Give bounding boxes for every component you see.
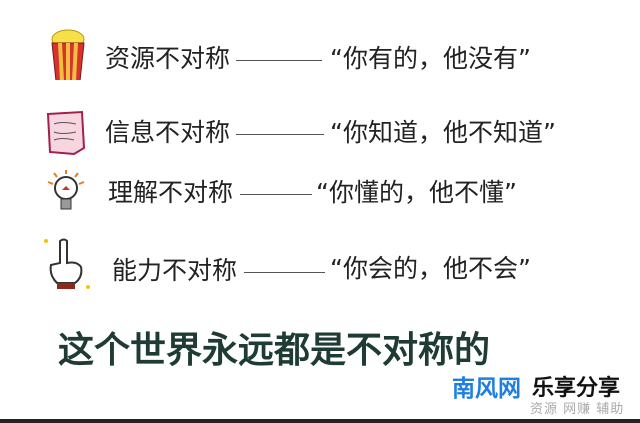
divider [236,134,324,135]
bottom-border [0,419,640,423]
watermark-slogan: 乐享分享 [532,376,621,401]
row-label: 理解不对称 [108,178,234,207]
row-quote: “你会的，他不会” [330,254,531,283]
row-understanding: 理解不对称 “你懂的，他不懂” [0,168,640,218]
pointing-finger-icon [44,238,90,289]
popcorn-icon [51,29,85,80]
divider [240,194,312,195]
watermark-tags: 资源 网赚 辅助 [530,402,625,417]
page-title: 这个世界永远都是不对称的 [58,330,491,371]
lightbulb-icon [47,170,85,210]
row-quote: “你知道，他不知道” [330,118,556,147]
row-ability: 能力不对称 “你会的，他不会” [0,238,640,290]
document-icon [46,110,86,156]
row-quote: “你懂的，他不懂” [316,178,517,207]
row-quote: “你有的，他没有” [330,44,531,73]
row-label: 能力不对称 [112,256,238,285]
row-information: 信息不对称 “你知道，他不知道” [0,108,640,158]
row-resource: 资源不对称 “你有的，他没有” [0,29,640,86]
watermark-brand: 南风网 [452,376,521,402]
row-label: 信息不对称 [105,118,231,147]
row-label: 资源不对称 [105,44,231,73]
divider [244,272,325,273]
divider [236,60,322,61]
